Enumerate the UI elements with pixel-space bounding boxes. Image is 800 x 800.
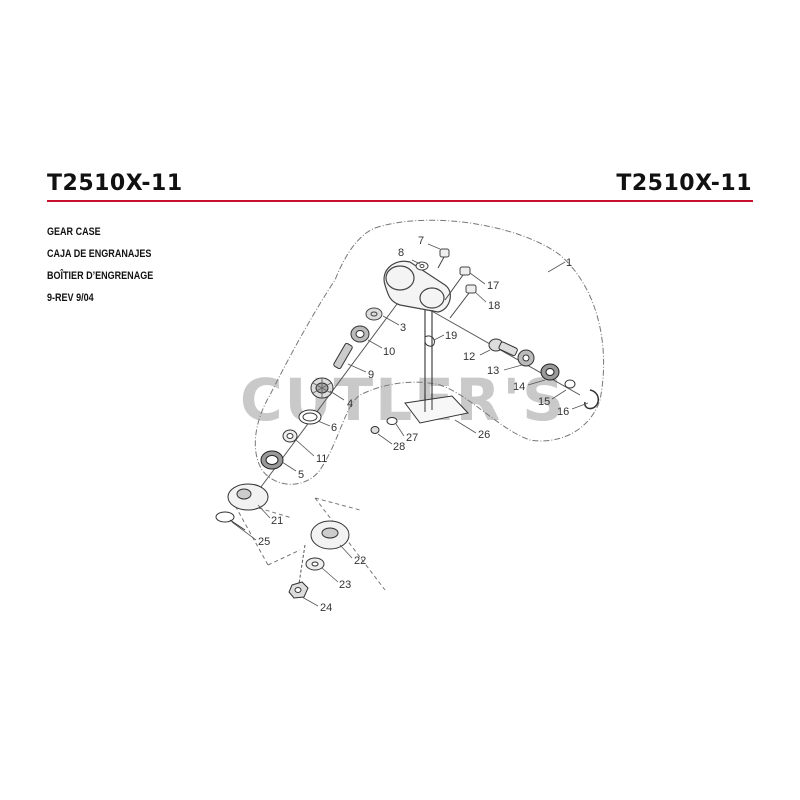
blade-group-outline <box>231 497 386 591</box>
revision-label: 9-REV 9/04 <box>47 292 94 304</box>
spacer-11 <box>282 429 298 443</box>
nut-24 <box>288 581 309 599</box>
callout-11: 11 <box>316 453 327 465</box>
callout-7: 7 <box>418 235 424 247</box>
washer-27 <box>386 417 398 425</box>
spindle-9 <box>333 342 353 370</box>
callout-6: 6 <box>331 422 337 434</box>
bolt-7 <box>437 248 450 269</box>
bearing-10 <box>350 325 370 343</box>
section-title-english: GEAR CASE <box>47 226 101 238</box>
callout-15: 15 <box>538 396 550 408</box>
section-title-french: BOÎTIER D’ENGRENAGE <box>47 270 154 282</box>
callout-26: 26 <box>478 429 490 441</box>
callout-14: 14 <box>513 381 525 393</box>
callout-5: 5 <box>298 469 304 481</box>
callout-13: 13 <box>487 365 499 377</box>
leader-lines <box>231 243 589 607</box>
washer-8 <box>415 261 429 271</box>
guard-outline <box>254 219 605 485</box>
callout-18: 18 <box>488 300 500 312</box>
model-number-left: T2510X-11 <box>47 171 183 196</box>
callout-1: 1 <box>566 257 572 269</box>
callout-22: 22 <box>354 555 366 567</box>
gear-head-housing <box>383 260 451 405</box>
callout-17: 17 <box>487 280 499 292</box>
bolt-18 <box>449 284 477 319</box>
clip-19 <box>424 335 435 347</box>
callout-19: 19 <box>445 330 457 342</box>
callout-23: 23 <box>339 579 351 591</box>
callout-24: 24 <box>320 602 332 614</box>
lock-pin-25 <box>215 511 246 531</box>
screw-28 <box>370 426 380 434</box>
callout-27: 27 <box>406 432 418 444</box>
model-number-right: T2510X-11 <box>616 171 752 196</box>
seal-3 <box>365 307 383 321</box>
cup-washer-22 <box>310 520 350 550</box>
bolt-17 <box>444 266 471 301</box>
callout-3: 3 <box>400 322 406 334</box>
header-divider <box>47 200 753 202</box>
callout-8: 8 <box>398 247 404 259</box>
callout-10: 10 <box>383 346 395 358</box>
callout-28: 28 <box>393 441 405 453</box>
shaft-12 <box>488 338 518 357</box>
blade-holder-21 <box>227 483 269 511</box>
callout-25: 25 <box>258 536 270 548</box>
circlip-16 <box>584 389 599 410</box>
bearing-14 <box>540 363 560 381</box>
washer-23 <box>305 557 325 571</box>
ring-6 <box>298 409 322 425</box>
watermark: CUTLER'S <box>240 366 566 434</box>
callout-9: 9 <box>368 369 374 381</box>
bevel-gear-4 <box>310 377 334 399</box>
callout-12: 12 <box>463 351 475 363</box>
callout-4: 4 <box>347 398 353 410</box>
callout-16: 16 <box>557 406 569 418</box>
gear-13 <box>517 349 535 367</box>
bearing-5 <box>260 450 284 470</box>
mounting-bracket-26 <box>404 393 469 424</box>
callout-21: 21 <box>271 515 283 527</box>
section-title-spanish: CAJA DE ENGRANAJES <box>47 248 152 260</box>
snap-ring-15 <box>564 379 576 389</box>
